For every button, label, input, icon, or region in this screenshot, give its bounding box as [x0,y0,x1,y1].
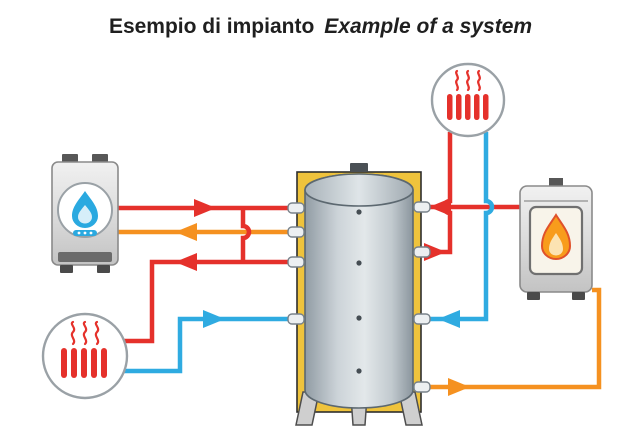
tank-port [287,313,305,325]
pipe-radiator-left-supply [123,259,296,344]
radiator-icon [101,348,107,378]
radiator-icon [61,348,67,378]
boiler-foot [60,265,73,273]
wood-fire-core [549,233,563,256]
tank-top-cap [350,163,368,172]
arrow-right-icon [194,199,216,217]
tank-dot [356,260,362,266]
title-english: Example of a system [324,15,533,38]
radiator-icon [456,94,462,120]
tank-dome [304,173,414,207]
stove-foot [572,292,585,300]
boiler-top-tab [92,154,108,163]
heat-wave-icon [455,69,459,92]
tank-port [413,201,431,213]
heat-wave-icon [477,69,481,92]
radiator-bottom-left [41,312,129,400]
heat-wave-icon [82,320,88,346]
radiator-icon [91,348,97,378]
arrow-left-icon [438,310,460,328]
heat-wave-icon [466,69,470,92]
tank-dot [356,209,362,215]
boiler-base [58,252,112,262]
tank-dot [356,315,362,321]
tank-dot [356,368,362,374]
pipe-radiator-left-return [123,316,296,374]
boiler-top-tab [62,154,78,163]
radiator-icon [483,94,489,120]
boiler-foot [97,265,110,273]
arrow-right-icon [424,243,446,261]
pipe-radiator-right-supply [422,132,453,255]
heat-wave-icon [70,320,76,346]
pipe-supply-tee-bridge [240,208,252,262]
arrow-left-icon [429,198,451,216]
radiator-icon [474,94,480,120]
burner-dot [89,231,93,235]
tank-port [287,202,305,214]
burner-dot [77,231,81,235]
arrow-left-icon [175,223,197,241]
arrow-right-icon [203,310,225,328]
tank-port [413,381,431,393]
page-title: Esempio di impianto Example of a system [0,14,641,40]
gas-boiler [51,154,119,273]
radiator-icon [71,348,77,378]
buffer-tank [287,163,431,426]
tank-port [287,256,305,268]
stove-foot [527,292,540,300]
radiator-icon [465,94,471,120]
flow-arrows [175,198,470,396]
arrow-right-icon [448,378,470,396]
radiator-top-right [430,62,506,138]
radiator-icon [447,94,453,120]
burner-dot [83,231,87,235]
tank-port [413,313,431,325]
gas-flame-core [78,205,92,224]
pipe-radiator-right-return [422,132,495,322]
arrow-left-icon [175,253,197,271]
title-italian: Esempio di impianto [108,15,315,38]
wood-stove [519,178,593,300]
radiator-icon [81,348,87,378]
heat-wave-icon [94,320,100,346]
tank-port [413,246,431,258]
pipe-stove-return [422,287,602,390]
tank-port [287,226,305,238]
stove-flue-stub [549,178,563,186]
